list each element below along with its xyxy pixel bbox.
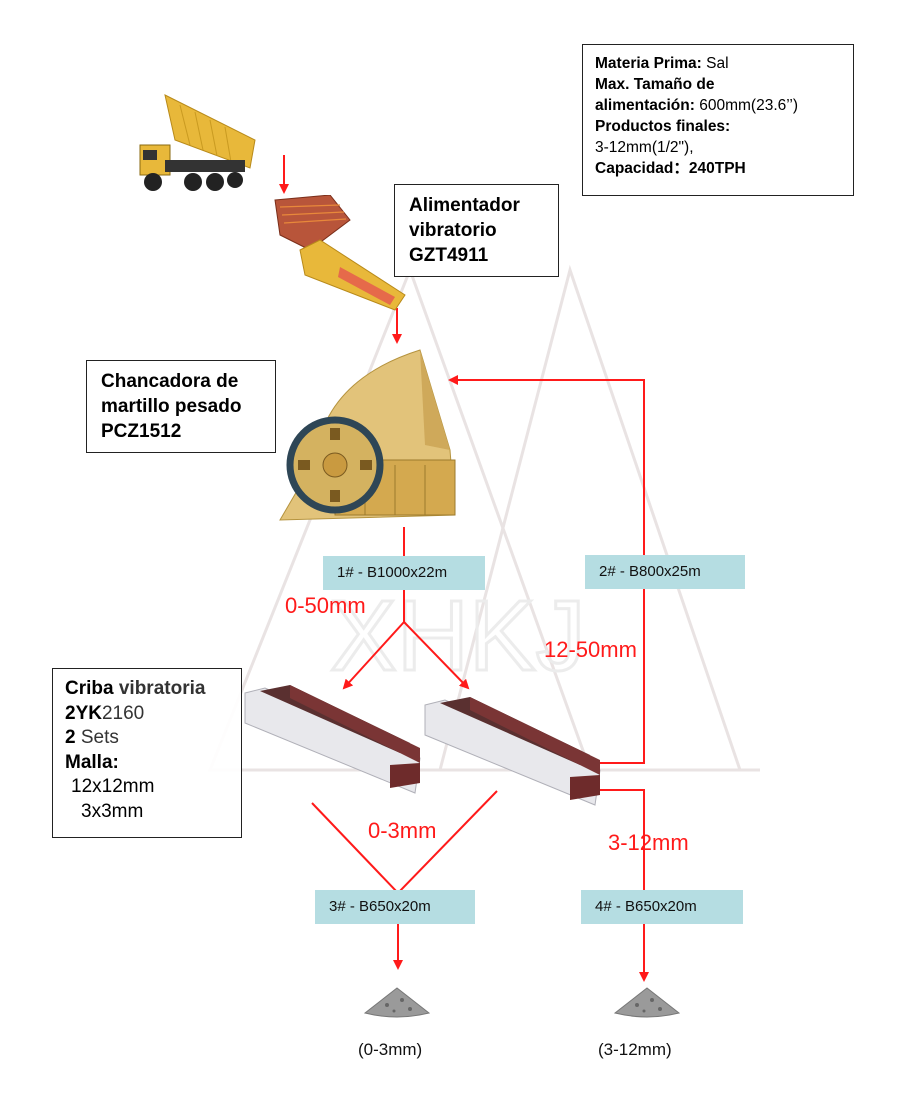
feed-size-label-2: alimentación:: [595, 97, 695, 114]
crusher-model: PCZ1512: [101, 421, 182, 442]
dump-truck-icon: [139, 94, 256, 191]
screen-model-a: 2YK: [65, 702, 102, 724]
line-fine-right: [397, 790, 498, 894]
screen-sets-b: Sets: [80, 727, 119, 748]
spec-box: Materia Prima: Sal Max. Tamaño de alimen…: [582, 44, 854, 196]
belt-2: 2# - B800x25m: [585, 555, 745, 589]
vibrating-screen-icon-1: [244, 685, 421, 794]
flow-label-medium: 3-12mm: [608, 830, 689, 855]
vibrating-feeder-icon: [274, 195, 406, 311]
products-value: 3-12mm(1/2"),: [595, 139, 694, 156]
screen-model-b: 2160: [101, 702, 145, 724]
material-label: Materia Prima:: [595, 55, 702, 72]
feeder-label-box: Alimentador vibratorio GZT4911: [394, 184, 559, 277]
screen-name-b: vibratoria: [118, 678, 206, 699]
crusher-name-line-1: Chancadora de: [101, 371, 239, 392]
flow-label-fine: 0-3mm: [368, 818, 437, 843]
belt-3: 3# - B650x20m: [315, 890, 475, 924]
feeder-name-line-1: Alimentador: [409, 195, 520, 216]
crusher-label-box: Chancadora de martillo pesado PCZ1512: [86, 360, 276, 453]
capacity-value: 240TPH: [688, 160, 746, 177]
watermark-text: XHKJ: [330, 580, 586, 692]
material-value: Sal: [701, 55, 729, 72]
feed-size-label-1: Max. Tamaño de: [595, 76, 715, 93]
arrow-to-screen-1: [342, 621, 405, 690]
arrow-to-screen-2: [403, 621, 470, 690]
feeder-name-line-2: vibratorio: [409, 220, 497, 241]
screen-name-a: Criba: [65, 678, 119, 699]
line-fine-left: [311, 802, 399, 894]
feeder-model: GZT4911: [409, 245, 489, 266]
product-label-medium: (3-12mm): [598, 1040, 672, 1059]
belt-4: 4# - B650x20m: [581, 890, 743, 924]
hammer-crusher-icon: [279, 349, 456, 521]
line-medium-product: [595, 789, 649, 982]
mesh-size-1: 12x12mm: [71, 776, 155, 797]
crusher-name-line-2: martillo pesado: [101, 396, 242, 417]
screen-label-box: Criba vibratoria 2YK2160 2 Sets Malla: 1…: [52, 668, 242, 838]
products-label: Productos finales:: [595, 118, 731, 135]
mesh-label: Malla:: [65, 751, 119, 773]
vibrating-screen-icon-2: [424, 697, 601, 806]
stockpile-icon-fine: [363, 987, 431, 1018]
flow-label-crusher-out: 0-50mm: [285, 593, 366, 618]
belt-1: 1# - B1000x22m: [323, 556, 485, 590]
feed-size-value: 600mm(23.6’’): [694, 97, 799, 114]
flow-label-return: 12-50mm: [544, 637, 637, 662]
screen-sets-a: 2: [65, 727, 81, 748]
product-label-fine: (0-3mm): [358, 1040, 423, 1059]
capacity-label: Capacidad：: [595, 160, 689, 177]
mesh-size-2: 3x3mm: [81, 800, 144, 822]
stockpile-icon-medium: [613, 987, 681, 1018]
